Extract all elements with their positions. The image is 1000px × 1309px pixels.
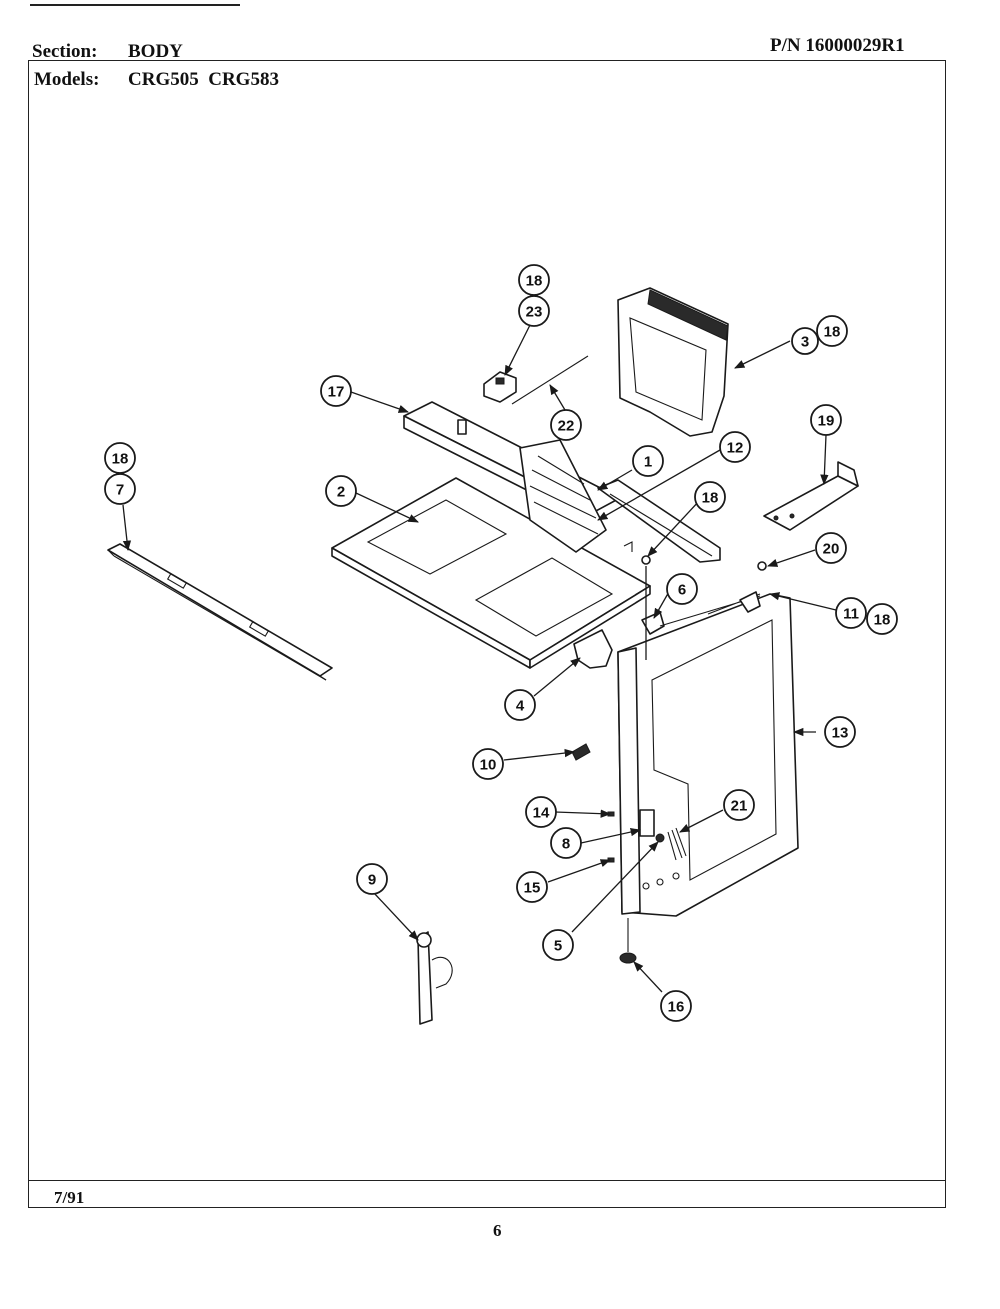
part-6-small-bracket bbox=[641, 611, 665, 635]
part-22-wire bbox=[511, 355, 589, 405]
svg-text:22: 22 bbox=[558, 418, 575, 435]
part-clip-small bbox=[623, 541, 633, 552]
callout-8: 8 bbox=[550, 827, 582, 859]
models-label: Models: bbox=[34, 69, 100, 90]
callout-14: 14 bbox=[525, 796, 557, 828]
callout-6: 6 bbox=[666, 573, 698, 605]
section-value: BODY bbox=[128, 41, 183, 62]
svg-text:10: 10 bbox=[480, 757, 497, 774]
svg-text:13: 13 bbox=[832, 725, 849, 742]
callout-23: 23 bbox=[518, 295, 550, 327]
svg-text:15: 15 bbox=[524, 880, 541, 897]
callout-4: 4 bbox=[504, 689, 536, 721]
svg-text:17: 17 bbox=[328, 384, 345, 401]
svg-text:7: 7 bbox=[116, 482, 124, 499]
leader-lines bbox=[122, 324, 837, 993]
part-12-burner-grate bbox=[519, 439, 607, 553]
callout-1: 1 bbox=[632, 445, 664, 477]
svg-text:4: 4 bbox=[516, 698, 525, 715]
part-11-top-clip bbox=[739, 591, 761, 613]
part-13-side-panel bbox=[617, 593, 799, 917]
callout-22: 22 bbox=[550, 409, 582, 441]
part-23-clip bbox=[483, 371, 517, 403]
section-label: Section: bbox=[32, 41, 98, 62]
part-19-bracket bbox=[763, 461, 859, 531]
svg-text:11: 11 bbox=[843, 606, 859, 623]
svg-text:9: 9 bbox=[368, 872, 376, 889]
callout-7: 7 bbox=[104, 473, 136, 505]
callout-18-backguard: 18 bbox=[816, 315, 848, 347]
callout-12: 12 bbox=[719, 431, 751, 463]
callout-16: 16 bbox=[660, 990, 692, 1022]
part-9-latch bbox=[416, 931, 453, 1025]
svg-text:2: 2 bbox=[337, 484, 345, 501]
footer-date: 7/91 bbox=[54, 1188, 85, 1207]
part-5-screw bbox=[655, 833, 665, 843]
svg-text:21: 21 bbox=[731, 798, 748, 815]
page-number: 6 bbox=[493, 1221, 502, 1240]
part-7-side-rail bbox=[107, 543, 333, 681]
svg-text:23: 23 bbox=[526, 304, 543, 321]
svg-text:18: 18 bbox=[112, 451, 129, 468]
svg-text:3: 3 bbox=[801, 334, 809, 351]
callout-15: 15 bbox=[516, 871, 548, 903]
callout-3: 3 bbox=[791, 327, 819, 355]
callout-19: 19 bbox=[810, 404, 842, 436]
callout-2: 2 bbox=[325, 475, 357, 507]
callout-10: 10 bbox=[472, 748, 504, 780]
callout-20: 20 bbox=[815, 532, 847, 564]
part-21-spring bbox=[667, 827, 687, 861]
callout-17: 17 bbox=[320, 375, 352, 407]
svg-text:18: 18 bbox=[874, 612, 891, 629]
callout-18-top: 18 bbox=[518, 264, 550, 296]
part-10-screw bbox=[571, 743, 591, 761]
svg-text:18: 18 bbox=[824, 324, 841, 341]
part-3-back-guard bbox=[617, 287, 729, 437]
part-20-screw bbox=[757, 561, 767, 571]
callout-18-mid: 18 bbox=[694, 481, 726, 513]
part-2-top-panel bbox=[331, 477, 651, 669]
svg-text:20: 20 bbox=[823, 541, 840, 558]
svg-text:18: 18 bbox=[526, 273, 543, 290]
callout-21: 21 bbox=[723, 789, 755, 821]
part-18-screw bbox=[641, 555, 651, 565]
part-1-rear-strip bbox=[597, 479, 721, 563]
callout-13: 13 bbox=[824, 716, 856, 748]
svg-text:14: 14 bbox=[533, 805, 550, 822]
svg-text:12: 12 bbox=[727, 440, 744, 457]
callout-5: 5 bbox=[542, 929, 574, 961]
svg-text:18: 18 bbox=[702, 490, 719, 507]
svg-text:6: 6 bbox=[678, 582, 686, 599]
part-number: P/N 16000029R1 bbox=[770, 35, 905, 56]
part-8-bracket bbox=[639, 809, 655, 837]
models-value: CRG505 CRG583 bbox=[128, 69, 279, 90]
callout-18-right: 18 bbox=[866, 603, 898, 635]
footer-rule bbox=[28, 1180, 946, 1181]
callout-18-left: 18 bbox=[104, 442, 136, 474]
callout-9: 9 bbox=[356, 863, 388, 895]
top-rule bbox=[30, 4, 240, 6]
svg-text:19: 19 bbox=[818, 413, 835, 430]
svg-text:16: 16 bbox=[668, 999, 685, 1016]
part-16-leveling-leg bbox=[619, 918, 637, 964]
svg-text:5: 5 bbox=[554, 938, 562, 955]
drawing-frame bbox=[28, 60, 946, 1208]
svg-text:1: 1 bbox=[644, 454, 652, 471]
callout-11: 11 bbox=[835, 597, 867, 629]
svg-text:8: 8 bbox=[562, 836, 570, 853]
